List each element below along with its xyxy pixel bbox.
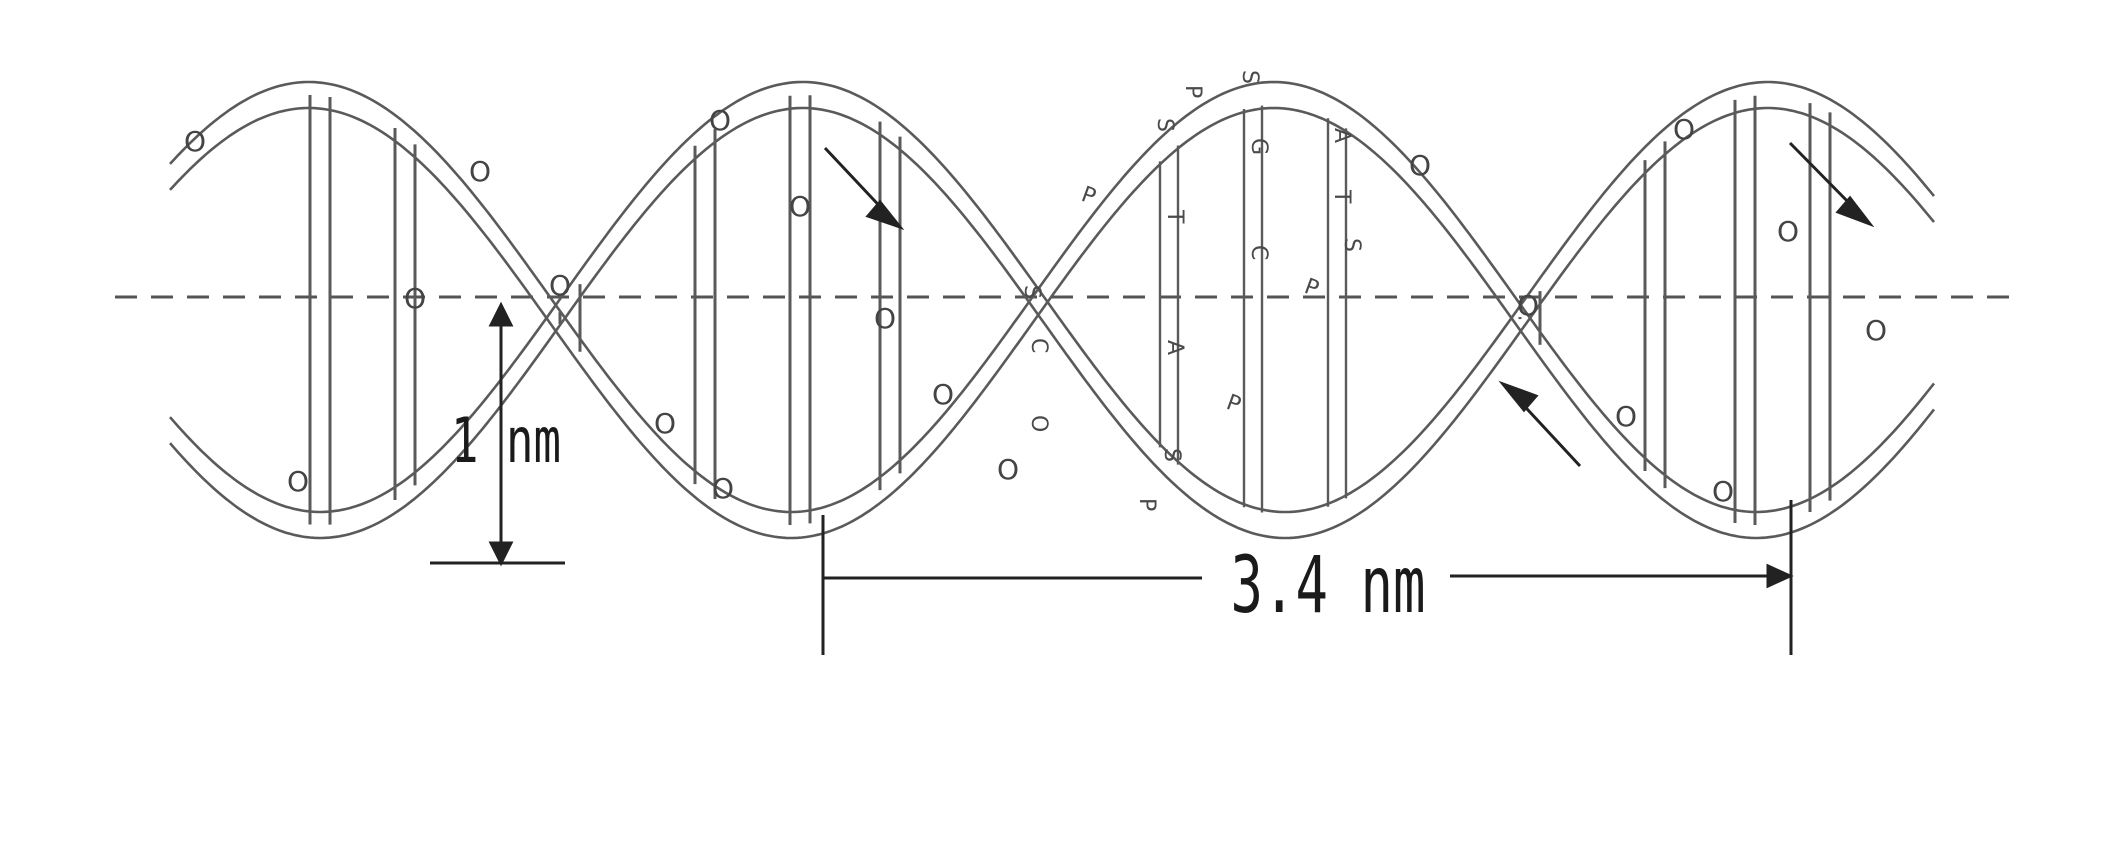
base-c-mid: C [1246, 245, 1271, 260]
label-p5: P [1134, 498, 1159, 511]
arrow-down-left-head [865, 199, 905, 231]
pitch-label: 3.4 nm [1231, 541, 1426, 631]
base-t-right: T [1329, 189, 1354, 204]
phosphate-marker: O [287, 465, 309, 498]
pitch-measurement [821, 500, 1794, 655]
phosphate-marker: O [709, 104, 731, 137]
label-s3: S [1019, 285, 1044, 299]
base-a-left: A [1162, 340, 1187, 355]
phosphate-marker: O [549, 269, 571, 302]
label-p2: P [1078, 182, 1099, 210]
backbone-strand-2-edge-1 [169, 80, 1936, 514]
arrow-up-right-head [1498, 380, 1539, 413]
base-a-right: A [1329, 128, 1354, 143]
center-labels: P S S P S P P S S P T A G C A T C O [1019, 70, 1364, 511]
label-p4: P [1223, 390, 1244, 418]
base-pair-rungs [308, 95, 1832, 525]
label-s4: S [1159, 448, 1184, 462]
phosphate-marker: O [932, 378, 954, 411]
radius-measurement [430, 301, 565, 567]
phosphate-marker: O [184, 125, 206, 158]
radius-label: 1 nm [451, 404, 561, 477]
label-s1: S [1237, 70, 1262, 84]
phosphate-marker: O [654, 407, 676, 440]
phosphate-marker: O [1673, 113, 1695, 146]
direction-arrows [823, 141, 1875, 468]
arrow-down-right-head [1835, 195, 1875, 228]
backbone-strand-1-edge-2 [169, 106, 1936, 540]
phosphate-marker: O [1615, 400, 1637, 433]
phosphate-marker: O [1865, 314, 1887, 347]
base-t-left: T [1162, 209, 1187, 224]
base-o-left: O [1026, 415, 1051, 432]
phosphate-marker: O [1517, 289, 1539, 322]
backbone-strands [169, 80, 1936, 540]
label-s2: S [1152, 118, 1177, 132]
phosphate-marker: O [469, 155, 491, 188]
phosphate-markers: O O O O O O O O O O O O O O O O O O O [184, 104, 1887, 508]
base-g-mid: G [1246, 138, 1271, 155]
base-c-left: C [1026, 338, 1051, 353]
phosphate-marker: O [712, 472, 734, 505]
backbone-strand-2-edge-2 [169, 106, 1936, 540]
radius-arrow-top [488, 301, 514, 327]
phosphate-marker: O [997, 453, 1019, 486]
phosphate-marker: O [789, 190, 811, 223]
backbone-strand-1-edge-1 [169, 80, 1936, 514]
label-s5: S [1339, 238, 1364, 252]
pitch-arrow-right [1766, 563, 1794, 589]
phosphate-marker: O [404, 282, 426, 315]
label-p1: P [1180, 85, 1205, 98]
radius-arrow-bottom [488, 541, 514, 567]
phosphate-marker: O [874, 302, 896, 335]
phosphate-marker: O [1712, 475, 1734, 508]
phosphate-marker: O [1777, 215, 1799, 248]
phosphate-marker: O [1409, 149, 1431, 182]
